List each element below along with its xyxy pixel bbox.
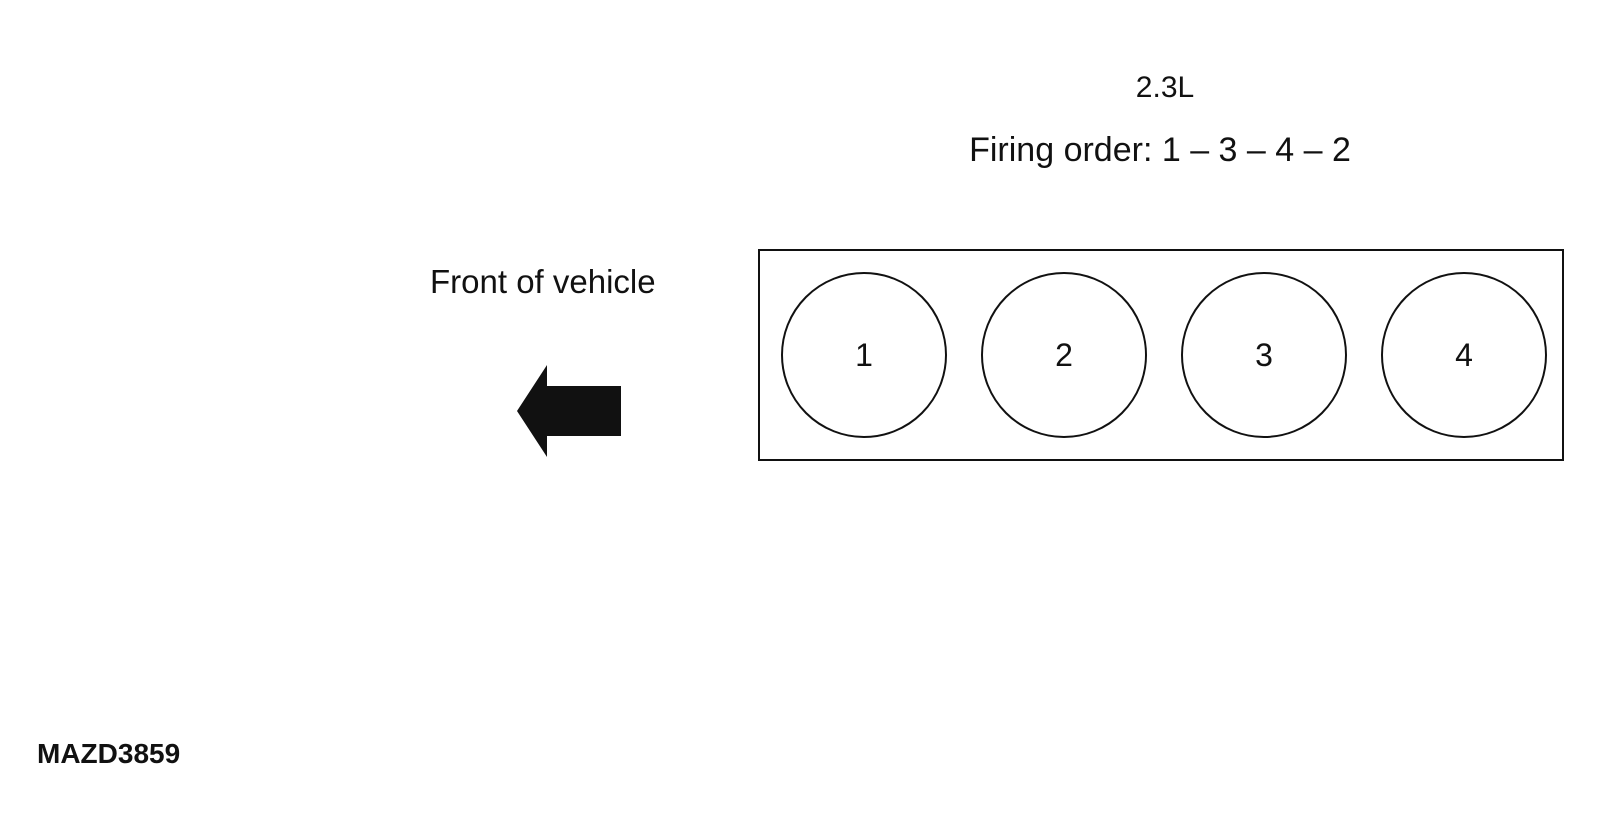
cylinder-number: 3 <box>1255 336 1273 373</box>
left-arrow-icon <box>517 365 621 457</box>
cylinder-3: 3 <box>1181 272 1347 438</box>
cylinder-4: 4 <box>1381 272 1547 438</box>
engine-size-label: 2.3L <box>1135 71 1195 104</box>
cylinder-number: 2 <box>1055 336 1073 373</box>
cylinder-1: 1 <box>781 272 947 438</box>
cylinder-number: 1 <box>855 336 873 373</box>
figure-id: MAZD3859 <box>37 738 181 769</box>
engine-block: 1 2 3 4 <box>758 249 1564 461</box>
cylinder-2: 2 <box>981 272 1147 438</box>
front-of-vehicle-label: Front of vehicle <box>430 263 656 300</box>
cylinder-number: 4 <box>1455 336 1473 373</box>
firing-order-label: Firing order: 1 – 3 – 4 – 2 <box>969 131 1351 169</box>
